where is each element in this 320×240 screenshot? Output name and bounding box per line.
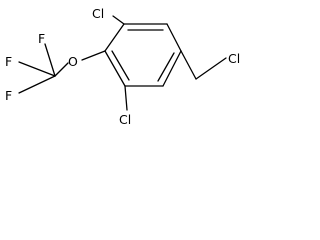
bond-c6-o	[81, 50, 106, 61]
atom-cl-bottom: Cl	[119, 112, 131, 127]
bond-c3-ch2	[180, 50, 197, 80]
atom-f-top: F	[38, 31, 45, 46]
bond-cf3-f-top	[44, 43, 56, 77]
bond-c5-cl-bottom	[124, 85, 128, 111]
bond-cf3-f-mid	[18, 61, 56, 77]
bond-cf3-f-bottom	[18, 75, 56, 94]
double-bond-right	[157, 52, 175, 82]
atom-cl-top: Cl	[92, 6, 104, 21]
bond-ring-c6-c1	[104, 23, 125, 52]
bond-ring-c3-c4	[162, 50, 182, 87]
molecule-structure: Cl Cl Cl O F F F	[5, 6, 240, 127]
bond-c1-cl-top	[112, 15, 125, 25]
bond-ch2-cl-right	[195, 57, 227, 80]
bond-o-cf3	[54, 62, 69, 77]
atom-o: O	[68, 54, 78, 69]
atom-f-bottom: F	[5, 88, 12, 103]
double-bond-left	[111, 50, 130, 81]
bond-ring-c2-c3	[166, 23, 182, 52]
benzene-ring	[104, 23, 182, 87]
atom-cl-right: Cl	[228, 51, 240, 66]
atom-f-mid: F	[5, 54, 12, 69]
bond-ring-c5-c6	[104, 50, 126, 87]
